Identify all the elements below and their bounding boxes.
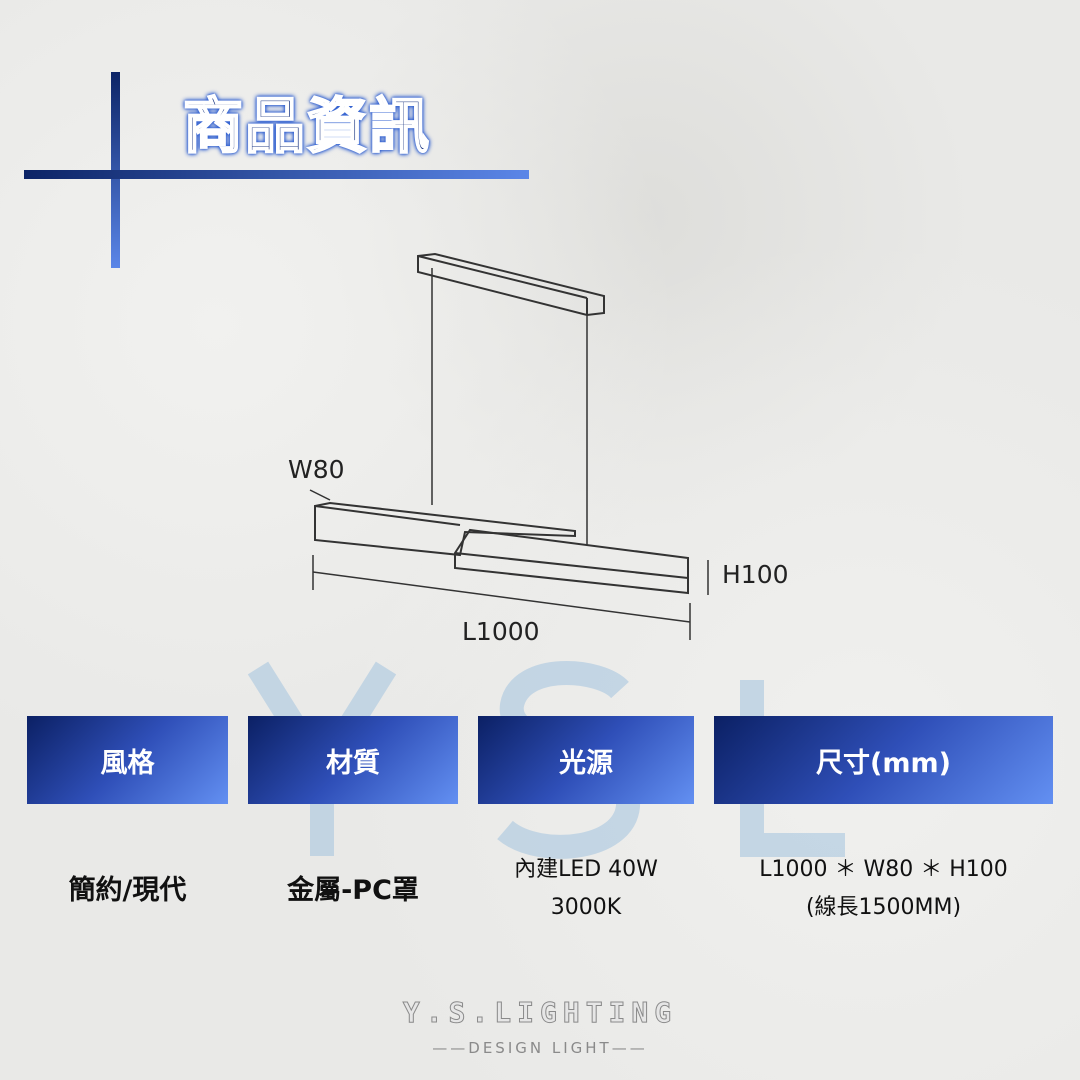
spec-value-line: 3000K — [550, 895, 622, 920]
spec-value-line: 內建LED 40W — [514, 857, 658, 882]
length-dimension-label: L1000 — [462, 617, 540, 646]
light-bar-left — [314, 501, 576, 557]
spec-value-light-source: 內建LED 40W 3000K — [478, 851, 694, 927]
brand-tagline: ——DESIGN LIGHT—— — [432, 1039, 648, 1057]
brand-logo: Y.S.LIGHTING — [402, 996, 678, 1030]
width-dimension-label: W80 — [288, 455, 345, 484]
spec-value-material: 金屬-PC罩 — [287, 875, 419, 906]
spec-value-line: L1000 ＊ W80 ＊ H100 — [759, 857, 1008, 882]
light-bar-right — [454, 528, 689, 595]
spec-header-material: 材質 — [248, 716, 458, 804]
ceiling-canopy — [417, 252, 605, 317]
spec-value-style: 簡約/現代 — [68, 875, 187, 906]
spec-header-style: 風格 — [27, 716, 228, 804]
height-dimension-label: H100 — [722, 560, 789, 589]
decor-horizontal-line — [24, 170, 529, 179]
spec-header-light-source: 光源 — [478, 716, 694, 804]
spec-header-size: 尺寸(mm) — [714, 716, 1053, 804]
page-title: 商品資訊 — [182, 91, 431, 163]
spec-value-line: (線長1500MM) — [805, 895, 962, 920]
spec-value-size: L1000 ＊ W80 ＊ H100 (線長1500MM) — [714, 851, 1053, 927]
